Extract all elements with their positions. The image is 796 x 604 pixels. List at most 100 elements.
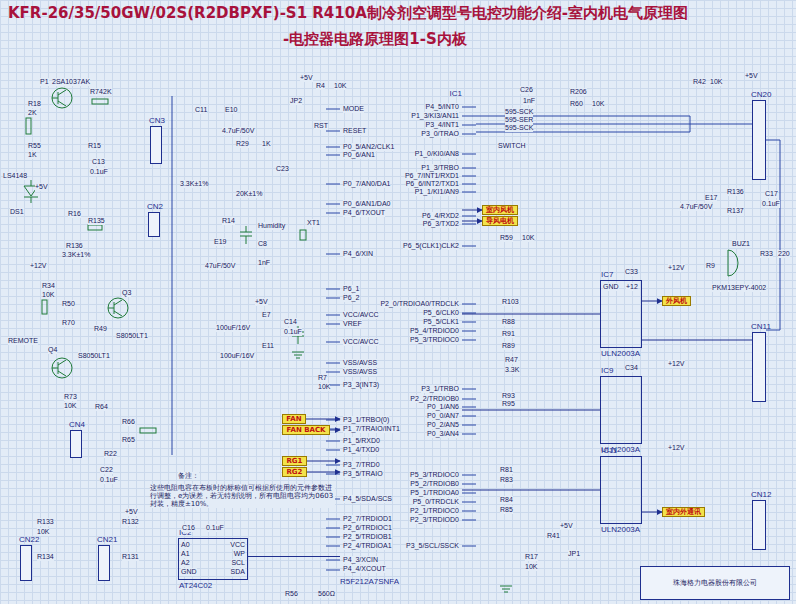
buzzer-symbol (728, 250, 738, 276)
part-label: 0.1uF (100, 476, 118, 484)
part-label: P5_4/TRDIOD0 (410, 327, 459, 335)
part-label: 0.1uF (206, 524, 224, 532)
driver-chip: IC9ULN2003A (600, 376, 642, 444)
part-label: C17 (765, 190, 778, 198)
part-label: 10K (37, 528, 49, 536)
connector: CN22 (20, 545, 32, 581)
part-label: R49 (94, 325, 107, 333)
part-label: R91 (502, 330, 515, 338)
transistor-symbol (108, 300, 122, 316)
part-label: R73 (64, 393, 77, 401)
part-label: 3.3K (505, 366, 519, 374)
part-label: R15 (88, 142, 101, 150)
transistor-symbol (52, 88, 72, 108)
part-label: R14 (222, 217, 235, 225)
part-label: R89 (502, 342, 515, 350)
part-label: P1_7/TRAIO/INT1 (343, 425, 400, 433)
resistor-symbol (26, 118, 31, 134)
part-label: P2_2/TRDIOB0 (410, 395, 459, 403)
part-label: P4_6/XIN (343, 250, 373, 258)
part-label: R81 (500, 466, 513, 474)
part-label: Q4 (48, 346, 57, 354)
part-label: 595-SCK (505, 108, 533, 116)
part-label: C33 (625, 268, 638, 276)
part-label: P2_6/TRDIOC1 (343, 524, 392, 532)
part-label: R83 (500, 476, 513, 484)
part-label: A0 (181, 541, 190, 549)
resistor-symbol (92, 99, 108, 104)
part-label: P6_6/INT2/TXD1 (406, 180, 459, 188)
signal-tag: 外风机 (662, 296, 691, 306)
part-name: CN12 (751, 490, 771, 499)
part-label: +12V (668, 360, 685, 368)
part-label: VSS/AVSS (343, 368, 377, 376)
part-name: IC7 (601, 270, 613, 279)
part-label: P4_5/INT0 (426, 103, 459, 111)
part-label: R60 (570, 100, 583, 108)
part-name: 导风电机 (486, 217, 514, 225)
part-label: R64 (95, 403, 108, 411)
part-label: 0.1uF (284, 328, 302, 336)
transistor-symbol (52, 358, 72, 378)
part-label: P6_3/TXD2 (423, 220, 459, 228)
crystal-symbol (300, 230, 306, 240)
part-label: P2_1/TRDIOC0 (410, 507, 459, 515)
part-label: +5V (125, 508, 138, 516)
part-label: P4_4/XCOUT (343, 565, 386, 573)
part-label: P1_4/TXD0 (343, 446, 379, 454)
part-label: WP (234, 550, 245, 558)
part-label: 4.7uF/50V (222, 127, 254, 135)
part-label: P0_3/AN4 (427, 430, 459, 438)
part-label: R18 (28, 100, 41, 108)
signal-wire (330, 430, 340, 431)
part-label: SDA (231, 568, 245, 576)
part-label: S8050LT1 (78, 352, 110, 360)
part-label: S8050LT1 (116, 332, 148, 340)
connector: CN12 (752, 500, 766, 550)
connector: CN20 (752, 100, 766, 180)
part-label: 2K (103, 88, 112, 96)
part-label: R137 (727, 207, 744, 215)
signal-wire (462, 210, 482, 211)
connector: CN4 (70, 430, 82, 458)
part-label: R135 (88, 217, 105, 225)
part-label: Q3 (122, 289, 131, 297)
part-label: 595-SCK (505, 124, 533, 132)
signal-wire (306, 419, 340, 420)
part-label: P3_1/TRBO (421, 385, 459, 393)
components (24, 88, 738, 592)
part-label: R47 (505, 356, 518, 364)
part-label: 2SA1037AK (52, 78, 90, 86)
part-label: C16 (182, 524, 195, 532)
part-label: P4_3/XCIN (343, 556, 378, 564)
part-label: R59 (500, 234, 513, 242)
part-label: P5_2/TRDIOB0 (410, 480, 459, 488)
part-label: 1nF (258, 259, 270, 267)
part-label: E17 (705, 194, 717, 202)
part-label: P3_3(INT3) (343, 381, 379, 389)
part-label: BUZ1 (732, 240, 750, 248)
signal-wire (462, 490, 600, 491)
part-label: R95 (502, 400, 515, 408)
part-label: +12 (626, 283, 638, 291)
part-label: 595-SER (505, 116, 533, 124)
part-label: +5V (300, 74, 313, 82)
part-name: 室内外通讯 (666, 508, 701, 516)
part-label: +12V (668, 444, 685, 452)
part-name: CN11 (751, 322, 771, 331)
resistor-symbol (140, 428, 156, 433)
transistor-symbol (52, 90, 66, 106)
part-label: SCL (231, 559, 245, 567)
part-name: IC11 (601, 446, 617, 455)
part-name: FAN (286, 415, 301, 423)
part-label: R17 (525, 553, 538, 561)
part-label: C13 (92, 158, 105, 166)
part-label: P6_1 (343, 285, 359, 293)
part-label: SWITCH (498, 142, 526, 150)
part-label: 备注： (178, 472, 199, 480)
part-label: 0.1uF (90, 168, 108, 176)
part-name: RG1 (286, 457, 302, 465)
part-label: 1K (262, 140, 271, 148)
part-label: XT1 (307, 219, 320, 227)
